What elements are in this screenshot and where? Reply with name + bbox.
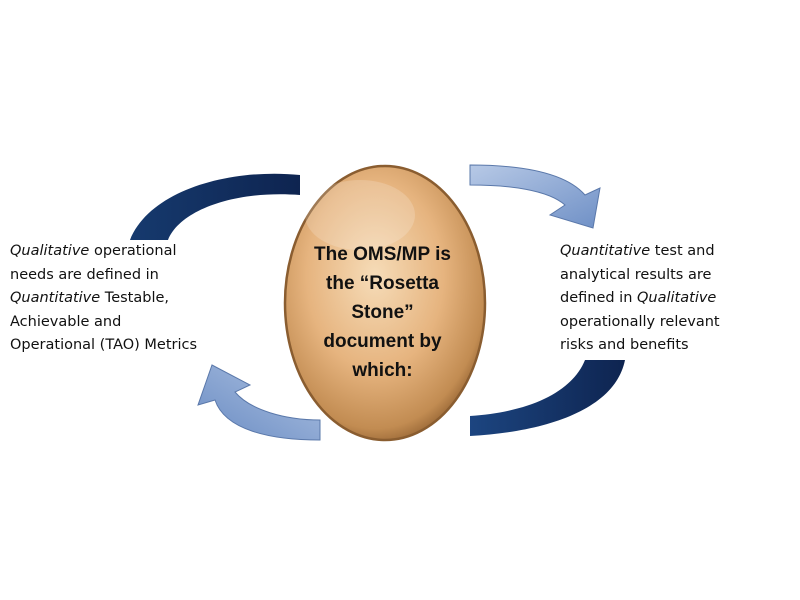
left-line: Achievable and — [10, 311, 197, 335]
center-line: The OMS/MP is — [314, 244, 451, 265]
top-right-arrow — [469, 164, 601, 229]
right-emphasis: Quantitative — [560, 243, 651, 259]
right-text: defined in — [560, 290, 638, 306]
right-text: analytical results are — [560, 266, 712, 283]
left-text: needs are defined in — [10, 266, 159, 283]
left-line: needs are defined in — [10, 264, 197, 288]
center-line: which: — [352, 360, 413, 381]
egg-highlight — [305, 180, 415, 250]
left-text: Testable, — [100, 290, 169, 306]
center-statement: The OMS/MP is the “Rosetta Stone” docume… — [290, 240, 475, 385]
bottom-right-arc — [470, 360, 625, 436]
right-emphasis: Qualitative — [637, 290, 717, 306]
left-text: Achievable and — [10, 313, 122, 330]
right-line: Quantitative test and — [560, 240, 720, 264]
left-text: operational — [89, 243, 177, 259]
left-description: Qualitative operational needs are define… — [10, 240, 197, 358]
left-line: Qualitative operational — [10, 240, 197, 264]
right-line: defined in Qualitative — [560, 287, 720, 311]
center-line: the “Rosetta — [326, 273, 439, 294]
right-text: risks and benefits — [560, 337, 689, 353]
left-line: Quantitative Testable, — [10, 287, 197, 311]
right-text: operationally relevant — [560, 313, 720, 330]
left-text: Operational (TAO) Metrics — [10, 337, 198, 353]
right-line: risks and benefits — [560, 334, 720, 358]
right-line: analytical results are — [560, 264, 720, 288]
left-emphasis: Quantitative — [10, 290, 101, 306]
left-emphasis: Qualitative — [10, 243, 90, 259]
center-line: Stone” — [351, 302, 414, 323]
central-egg — [283, 164, 487, 442]
right-description: Quantitative test and analytical results… — [560, 240, 720, 358]
left-line: Operational (TAO) Metrics — [10, 334, 197, 358]
bottom-left-arrow — [197, 364, 321, 441]
right-line: operationally relevant — [560, 311, 720, 335]
center-line: document by — [323, 331, 442, 352]
right-text: test and — [650, 243, 715, 259]
top-left-arc — [130, 173, 300, 240]
